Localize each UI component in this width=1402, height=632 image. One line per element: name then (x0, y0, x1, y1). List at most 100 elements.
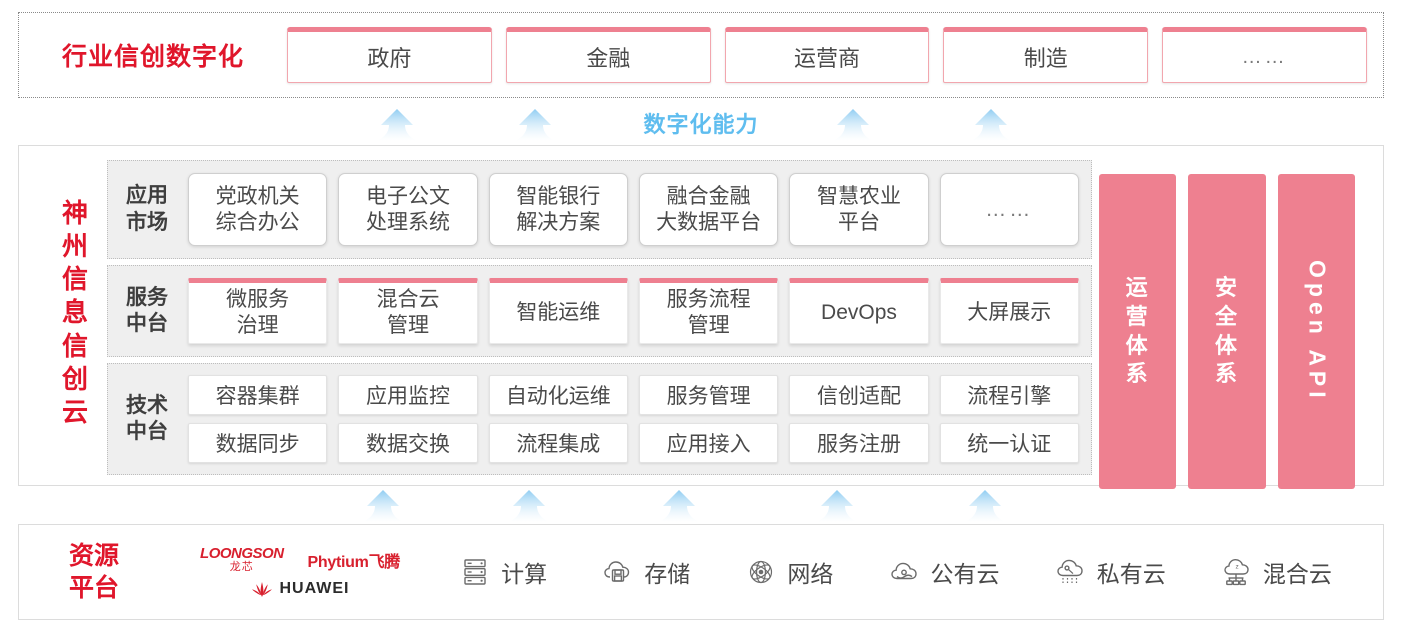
huawei-flower-icon (251, 581, 273, 598)
server-icon (458, 555, 492, 589)
resource-item-label: 存储 (644, 561, 691, 587)
layer-label-line: 中台 (126, 312, 168, 335)
pillar-operations-system[interactable]: 运 营 体 系 (1099, 174, 1177, 489)
huawei-logo: HUAWEI (251, 580, 350, 598)
tech-card-unified-auth[interactable]: 统一认证 (939, 423, 1079, 463)
cloud-title-char: 州 (61, 230, 88, 261)
resource-item-label: 计算 (501, 561, 548, 587)
app-card-smart-agriculture[interactable]: 智慧农业平台 (789, 173, 929, 246)
industry-card-government[interactable]: 政府 (287, 27, 492, 83)
resource-platform-title: 资源 平台 (19, 540, 169, 605)
layer-label-line: 服务 (126, 285, 168, 309)
industry-card-operator[interactable]: 运营商 (724, 27, 930, 83)
service-card-aiops[interactable]: 智能运维 (488, 278, 628, 344)
resource-item-private-cloud[interactable]: 私有云 (1054, 555, 1166, 589)
pillar-security-system[interactable]: 安 全 体 系 (1188, 174, 1266, 489)
layer-label-line: 应用 (126, 184, 168, 208)
resource-platform-band: 资源 平台 LOONGSON 龙芯 Phytium飞腾 (18, 524, 1384, 620)
resource-item-public-cloud[interactable]: 公有云 (888, 555, 1000, 589)
resource-item-compute[interactable]: 计算 (458, 555, 547, 589)
pillar-char: 系 (1214, 361, 1239, 387)
layer-label-application-market: 应用 市场 (108, 183, 186, 236)
tech-card-data-sync[interactable]: 数据同步 (188, 423, 328, 463)
up-arrow-icon (362, 489, 404, 523)
tech-card-process-integration[interactable]: 流程集成 (488, 423, 628, 463)
app-card-fintech-bigdata[interactable]: 融合金融大数据平台 (638, 173, 779, 246)
resource-item-storage[interactable]: 存储 (601, 555, 690, 589)
app-card-edoc-system[interactable]: 电子公文处理系统 (338, 173, 478, 246)
industry-card-list: 政府 金融 运营商 制造 …… (287, 27, 1383, 83)
service-card-microservice-governance[interactable]: 微服务治理 (188, 278, 328, 344)
pillar-label: 运 营 体 系 (1126, 274, 1150, 388)
app-card-party-office[interactable]: 党政机关综合办公 (188, 173, 328, 246)
loongson-logo: LOONGSON 龙芯 (200, 546, 284, 573)
tech-card-data-exchange[interactable]: 数据交换 (338, 423, 478, 463)
industry-card-more[interactable]: …… (1162, 27, 1367, 83)
resource-arrow-band (18, 487, 1384, 523)
vendor-logo-row: HUAWEI (251, 580, 350, 598)
pillar-label: Open API (1304, 260, 1331, 403)
tech-card-automated-ops[interactable]: 自动化运维 (488, 375, 628, 415)
capability-label: 数字化能力 (643, 112, 759, 137)
pillar-char: 全 (1214, 303, 1239, 329)
resource-item-label: 私有云 (1096, 561, 1166, 587)
cloud-platform-title: 神 州 信 息 信 创 云 (49, 158, 101, 468)
service-card-service-process-mgmt[interactable]: 服务流程管理 (638, 278, 779, 344)
phytium-logo: Phytium飞腾 (307, 553, 401, 571)
tech-card-process-engine[interactable]: 流程引擎 (939, 375, 1079, 415)
pillar-char: 营 (1125, 303, 1150, 329)
tech-card-app-monitoring[interactable]: 应用监控 (338, 375, 478, 415)
app-card-more[interactable]: …… (939, 173, 1079, 246)
pillar-open-api[interactable]: Open API (1277, 174, 1355, 489)
cloud-layers: 应用 市场 党政机关综合办公 电子公文处理系统 智能银行解决方案 融合金融大数据… (107, 160, 1369, 489)
resource-item-list: 计算 存储 (431, 555, 1383, 589)
resource-title-line: 资源 (68, 541, 119, 570)
public-cloud-icon (888, 555, 922, 589)
resource-item-label: 网络 (787, 561, 834, 587)
technical-card-grid: 容器集群 应用监控 自动化运维 服务管理 信创适配 流程引擎 数据同步 数据交换… (186, 375, 1091, 463)
tech-card-app-access[interactable]: 应用接入 (638, 423, 779, 463)
resource-item-network[interactable]: 网络 (744, 555, 833, 589)
vendor-logo-group: LOONGSON 龙芯 Phytium飞腾 (169, 546, 431, 598)
up-arrow-icon (970, 108, 1012, 142)
hybrid-cloud-icon: z (1220, 555, 1254, 589)
technical-card-row: 容器集群 应用监控 自动化运维 服务管理 信创适配 流程引擎 (188, 375, 1079, 415)
tech-card-container-cluster[interactable]: 容器集群 (188, 375, 328, 415)
layer-application-market: 应用 市场 党政机关综合办公 电子公文处理系统 智能银行解决方案 融合金融大数据… (107, 160, 1092, 259)
service-card-devops[interactable]: DevOps (789, 278, 929, 344)
tech-card-xinchuang-adaptation[interactable]: 信创适配 (789, 375, 929, 415)
pillar-char: 安 (1214, 275, 1239, 301)
layer-label-service-platform: 服务 中台 (108, 285, 186, 338)
cloud-title-char: 信 (61, 264, 88, 295)
industry-band-title: 行业信创数字化 (61, 43, 244, 71)
cross-cutting-pillars: 运 营 体 系 安 全 体 系 Open API (1099, 174, 1355, 489)
industry-card-manufacturing[interactable]: 制造 (943, 27, 1149, 83)
pillar-label: 安 全 体 系 (1215, 274, 1239, 388)
private-cloud-icon (1054, 555, 1088, 589)
cloud-title-char: 息 (61, 297, 88, 328)
up-arrow-icon (376, 108, 418, 142)
resource-item-label: 混合云 (1262, 561, 1332, 587)
pillar-char: 体 (1214, 332, 1239, 358)
service-card-list: 微服务治理 混合云管理 智能运维 服务流程管理 DevOps 大屏展示 (186, 278, 1091, 344)
loongson-logo-text: LOONGSON (200, 545, 284, 562)
tech-card-service-mgmt[interactable]: 服务管理 (638, 375, 779, 415)
industry-card-finance[interactable]: 金融 (505, 27, 711, 83)
resource-item-hybrid-cloud[interactable]: z 混合云 (1220, 555, 1332, 589)
up-arrow-icon (832, 108, 874, 142)
service-card-dashboard[interactable]: 大屏展示 (939, 278, 1079, 344)
tech-card-service-registry[interactable]: 服务注册 (789, 423, 929, 463)
layer-label-line: 中台 (126, 420, 168, 443)
huawei-logo-text: HUAWEI (279, 580, 350, 597)
pillar-char: 运 (1125, 275, 1150, 301)
service-card-hybrid-cloud-mgmt[interactable]: 混合云管理 (338, 278, 478, 344)
resource-item-label: 公有云 (930, 561, 1000, 587)
cloud-title-char: 信 (61, 330, 88, 361)
app-card-smart-bank[interactable]: 智能银行解决方案 (488, 173, 628, 246)
cloud-title-char: 创 (61, 363, 88, 394)
resource-title-line: 平台 (68, 574, 119, 602)
vendor-logo-row: LOONGSON 龙芯 Phytium飞腾 (200, 546, 400, 573)
up-arrow-icon (964, 489, 1006, 523)
layer-technical-platform: 技术 中台 容器集群 应用监控 自动化运维 服务管理 信创适配 流程引擎 数据同… (107, 363, 1092, 475)
